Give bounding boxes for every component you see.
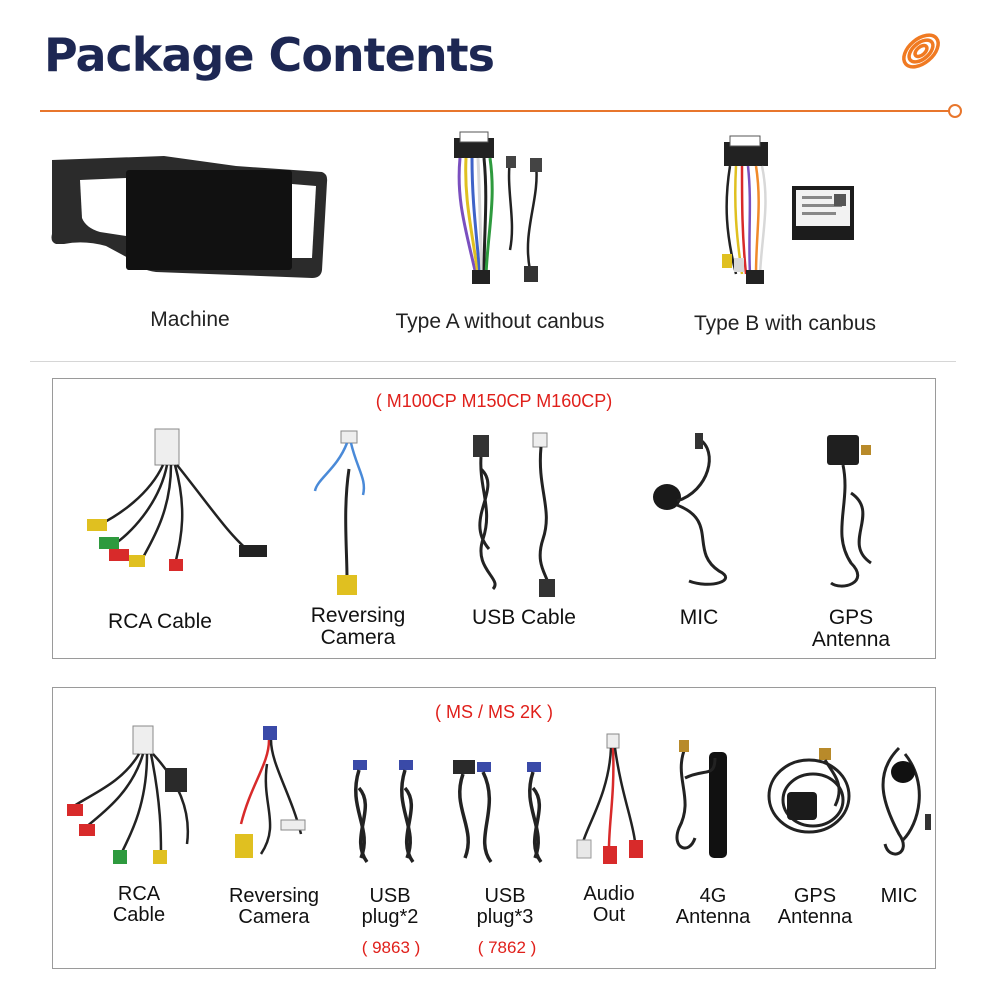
audio-out-label: Audio Out (583, 883, 635, 926)
reversing-camera-cable-image-2 (235, 726, 306, 858)
brand-logo-icon (902, 33, 940, 69)
rca-cable-label-2: RCA Cable (112, 883, 166, 926)
type-b-label: Type B with canbus (693, 312, 877, 335)
machine-label: Machine (150, 308, 230, 331)
gps-antenna-image (827, 435, 872, 588)
gps-antenna-label: GPS Antenna (811, 606, 891, 651)
header-rule-dot (948, 104, 962, 118)
machine-image (51, 156, 328, 278)
mic-image (653, 433, 728, 586)
gps-antenna-label-2: GPS Antenna (777, 885, 853, 928)
audio-out-cable-image (576, 733, 643, 864)
type-a-label: Type A without canbus (395, 310, 605, 333)
rca-cable-image-2 (67, 725, 190, 864)
usb-plug-3-label: USB plug*3 (476, 885, 534, 928)
mic-image-2 (881, 746, 931, 856)
section-divider (30, 361, 956, 362)
4g-antenna-label: 4G Antenna (675, 885, 751, 928)
type-b-harness-image (722, 135, 854, 284)
type-a-harness-image (454, 131, 542, 284)
usb-plug-2-image (353, 760, 415, 864)
gps-antenna-image-2 (767, 748, 851, 834)
box2-model-title: ( MS / MS 2K ) (434, 702, 553, 722)
4g-antenna-image (675, 740, 727, 858)
mic-label: MIC (679, 606, 719, 629)
page-title: Package Contents (44, 28, 495, 82)
mic-label-2: MIC (880, 885, 918, 907)
usb-plug-3-image (453, 760, 543, 864)
box1-model-title: ( M100CP M150CP M160CP) (375, 391, 613, 411)
usb-cable-image (473, 432, 555, 597)
reversing-camera-label-2: Reversing Camera (228, 885, 320, 928)
usb-plug-2-code: ( 9863 ) (361, 938, 421, 957)
reversing-camera-label: Reversing Camera (310, 604, 406, 649)
accessories-box-ms: ( MS / MS 2K ) RCA Cable Reversing Camer… (52, 687, 936, 969)
rca-cable-label: RCA Cable (108, 610, 212, 633)
rca-cable-image (87, 428, 267, 571)
usb-plug-2-label: USB plug*2 (361, 885, 419, 928)
usb-plug-3-code: ( 7862 ) (477, 938, 537, 957)
reversing-camera-cable-image (313, 430, 366, 595)
accessories-box-m100cp: ( M100CP M150CP M160CP) RCA Cable Revers… (52, 378, 936, 659)
usb-cable-label: USB Cable (472, 606, 576, 629)
header-rule (40, 110, 950, 112)
